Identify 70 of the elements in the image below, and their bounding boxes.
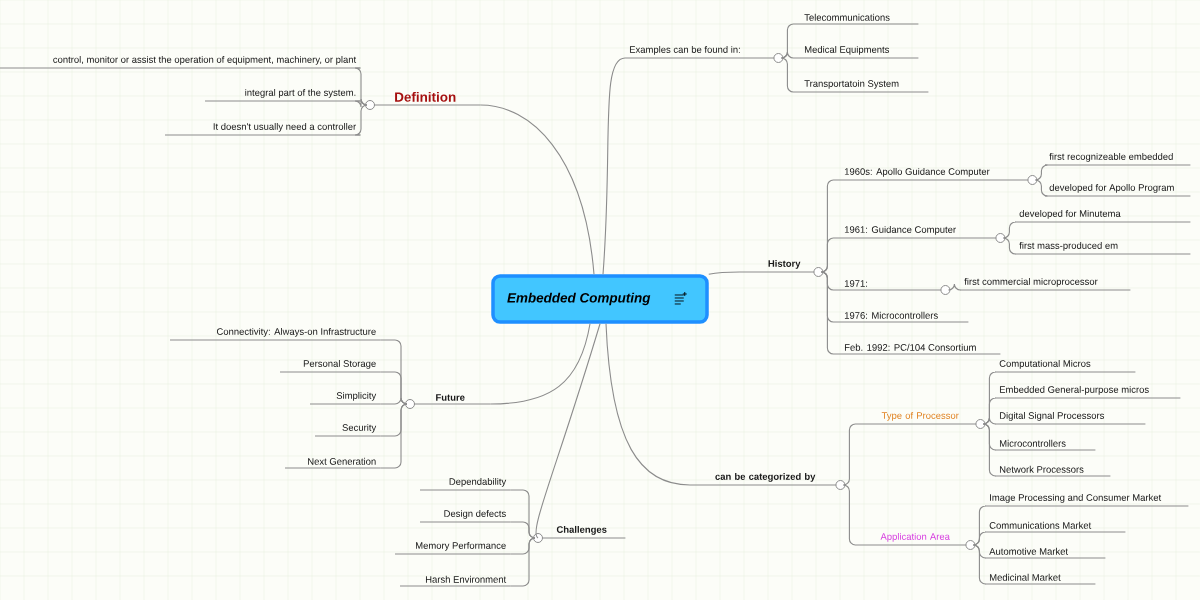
branch-line (708, 271, 751, 275)
branch-line (379, 403, 408, 469)
branch-line (479, 104, 595, 275)
topic-label: Digital Signal Processors (994, 411, 1146, 425)
topic-label: Network Processors (994, 465, 1111, 477)
topic-label: Design defects (419, 509, 511, 523)
topic-label: It doesn't usually need a controller (164, 122, 361, 136)
branch-line (947, 283, 961, 291)
branch-line (982, 417, 996, 425)
branch-line (489, 323, 591, 405)
topic-label: 1961: Guidance Computer (839, 225, 1006, 243)
topic-label: first recognizeable embedded (1044, 152, 1191, 166)
topic-label: control, monitor or assist the operation of equipment, machinery, or plant (0, 55, 361, 69)
branch-line (780, 57, 801, 93)
branch-line (379, 397, 408, 405)
branch-line (1002, 221, 1016, 239)
topic-label: developed for Minutema (1014, 209, 1191, 223)
topic-label: Challenges (533, 525, 626, 543)
topic-label: Transportatoin System (799, 79, 929, 93)
topic-label: first commercial microprocessor (959, 277, 1131, 291)
topic-label: integral part of the system. (204, 88, 361, 102)
topic-label: History (749, 259, 824, 277)
topic-label: Type of Processor (859, 411, 986, 429)
topic-label: developed for Apollo Program (1044, 183, 1191, 197)
topic-label: can be categorized by (689, 472, 846, 490)
topic-label: Personal Storage (279, 359, 381, 373)
branch-line (780, 51, 801, 59)
topic-label: Harsh Environment (399, 575, 511, 587)
topic-label: Connectivity: Always-on Infrastructure (169, 327, 381, 341)
branch-line (605, 323, 691, 486)
topic-label: Examples can be found in: (624, 45, 784, 63)
branch-line (972, 544, 986, 585)
topic-label: Medical Equipments (799, 45, 919, 59)
branch-line (509, 521, 536, 539)
topic-label: Automotive Market (984, 547, 1106, 559)
branch-line (972, 531, 986, 546)
branch-line (354, 104, 368, 136)
topic-label: Image Processing and Consumer Market (984, 493, 1189, 507)
topic-label: Dependability (419, 477, 511, 491)
branch-line (1034, 164, 1048, 181)
central-topic-box: Embedded Computing (491, 274, 709, 324)
branch-line (982, 423, 996, 477)
branch-line (820, 271, 841, 355)
branch-line (509, 537, 536, 587)
topic-label: first mass-produced em (1014, 241, 1191, 255)
topic-label: Embedded General-purpose micros (994, 385, 1181, 399)
branch-line (535, 323, 601, 539)
topic-label: Medicinal Market (984, 573, 1096, 585)
topic-label: 1976: Microcontrollers (839, 311, 969, 323)
topic-label: 1971: (839, 280, 951, 295)
topic-label: Definition (365, 91, 481, 110)
topic-label: Communications Market (984, 521, 1126, 533)
topic-label: Future (405, 394, 491, 409)
branch-line (842, 484, 861, 546)
branch-line (354, 98, 368, 108)
topic-label: Telecommunications (799, 13, 919, 25)
topic-label: Simplicity (309, 391, 381, 405)
topic-label: Application Area (859, 532, 976, 550)
branch-line (1002, 237, 1016, 255)
topic-label: Next Generation (284, 457, 381, 469)
topic-label: Computational Micros (994, 359, 1136, 373)
branch-line (602, 57, 626, 275)
topic-label: Security (314, 423, 381, 437)
branch-line (1034, 179, 1048, 197)
branch-line (820, 237, 841, 273)
topic-label: 1960s: Apollo Guidance Computer (839, 167, 1038, 185)
topic-label: Memory Performance (394, 541, 511, 555)
branch-line (842, 423, 861, 486)
topic-label: Microcontrollers (994, 439, 1096, 451)
topic-label: Feb. 1992: PC/104 Consortium (839, 343, 1001, 355)
